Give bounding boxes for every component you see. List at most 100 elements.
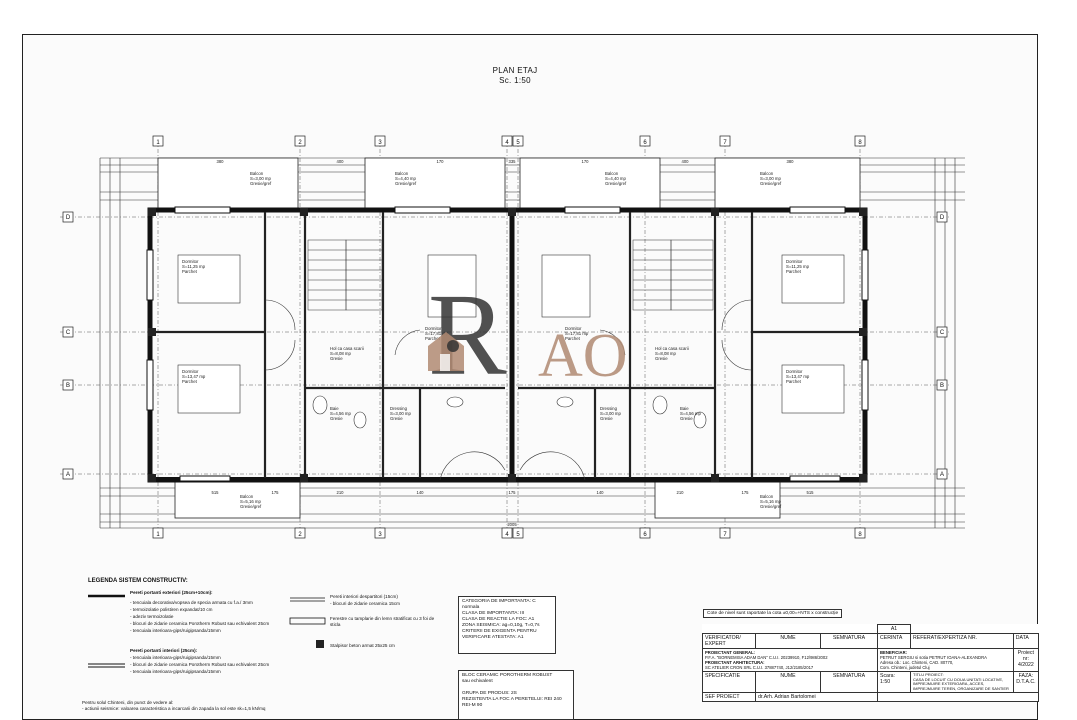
beneficiar-label: BENEFICIAR: xyxy=(880,650,907,655)
legend-item: - tencuiala interioara-gips/ruigipsanda/… xyxy=(130,628,221,633)
proiect-nr: 4/2022 xyxy=(1017,662,1034,668)
dimension-bottom: 140 xyxy=(597,490,605,495)
sef-proiect-nume: dr.Arh. Adrian Bartolomei xyxy=(755,692,878,703)
legend-mid-item: Stalpisor beton armat 25x25 cm xyxy=(330,643,395,648)
axis-label-top-1: 1 xyxy=(156,140,160,146)
room-label-baie-right: Gresie xyxy=(680,416,693,421)
room-label-baie-left: S=4,56 mp xyxy=(330,411,352,416)
room-label-dormitor-left-bottom: S=13,47 mp xyxy=(182,374,206,379)
semnatura-label-2: SEMNATURA xyxy=(820,670,878,694)
level-note-caption: Cote de nivel sunt raportate la cota ±0,… xyxy=(703,609,843,618)
axis-label-bottom-6: 6 xyxy=(643,532,647,538)
legend-title: LEGENDA SISTEM CONSTRUCTIV: xyxy=(88,578,188,584)
legend-mid-item: Ferestre cu tamplarie din lemn stratific… xyxy=(330,616,435,627)
room-label-dormitor-left-top: S=11,25 mp xyxy=(182,264,206,269)
title-block: A1 VERIFICATOR/ EXPERT NUME SEMNATURA CE… xyxy=(702,624,1040,703)
room-label-hol-right: S=8,08 mp xyxy=(655,351,677,356)
axis-label-top-6: 6 xyxy=(643,140,647,146)
watermark-letter-r: R xyxy=(428,276,507,396)
room-label-dormitor-right-bottom: S=13,47 mp xyxy=(786,374,810,379)
category-line: VERIFICARE ATESTATA: A1 xyxy=(462,635,524,640)
plan-title-line1: PLAN ETAJ xyxy=(492,66,538,75)
faza-value: D.T.A.C. xyxy=(1016,679,1036,685)
room-label-balcon-bottom-right: S=5,16 mp xyxy=(760,499,782,504)
room-label-balcon-top-center-right: Gresie/gref xyxy=(605,181,627,186)
nume-label: NUME xyxy=(755,633,821,649)
room-label-dormitor-right-bottom: Dormitor xyxy=(786,369,803,374)
axis-label-bottom-7: 7 xyxy=(723,532,727,538)
legend-item: - tencuiala interioara-gips/ruigipsanda/… xyxy=(130,655,221,660)
room-label-dormitor-left-top: Dormitor xyxy=(182,259,199,264)
axis-label-bottom-2: 2 xyxy=(298,532,302,538)
room-label-dormitor-center-left: Dormitor xyxy=(425,326,442,331)
axis-label-bottom-3: 3 xyxy=(378,532,382,538)
room-label-balcon-bottom-left: Balcon xyxy=(240,494,254,499)
dimension-top: 380 xyxy=(787,159,795,164)
proiectant-general-label: PROIECTANT GENERAL: xyxy=(705,650,755,655)
room-label-baie-left: Gresie xyxy=(330,416,343,421)
axis-label-top-8: 8 xyxy=(858,140,862,146)
room-label-balcon-bottom-right: Balcon xyxy=(760,494,774,499)
room-label-balcon-top-right: Balcon xyxy=(760,171,774,176)
rao-watermark-logo: R AO xyxy=(428,276,628,396)
dimension-top: 335 xyxy=(509,159,517,164)
beneficiar-text: PETRUT SERGIU si sotia PETRUT IOANA-ALEX… xyxy=(880,655,987,660)
nume-label-2: NUME xyxy=(755,670,821,694)
dimension-bottom: 175 xyxy=(272,490,280,495)
room-label-balcon-top-left: S=3,00 mp xyxy=(250,176,272,181)
dimension-bottom: 515 xyxy=(807,490,815,495)
legend-item: - adeziv termoizolatie xyxy=(130,614,174,619)
room-label-dormitor-left-bottom: Parchet xyxy=(182,379,198,384)
room-label-balcon-top-center-right: Balcon xyxy=(605,171,619,176)
legend-item: - termoizolatie polistiren expandat/10 c… xyxy=(130,607,213,612)
room-label-baie-left: Baie xyxy=(330,406,339,411)
room-label-dormitor-center-right: S=17,81 mp xyxy=(565,331,589,336)
plan-title-line2: Sc. 1:50 xyxy=(499,76,531,85)
room-label-hol-left: Hol ca casa scarii xyxy=(330,346,364,351)
axis-label-top-5: 5 xyxy=(516,140,520,146)
dimension-top: 400 xyxy=(682,159,690,164)
dimension-total: 2005 xyxy=(507,522,517,527)
bloc-line: BLOC CERAMIC POROTHERM ROBUST xyxy=(462,673,553,678)
dimension-bottom: 175 xyxy=(742,490,750,495)
room-label-hol-left: Gresie xyxy=(330,356,343,361)
scara-label: Scara: xyxy=(880,673,895,679)
data-label: DATA xyxy=(1012,633,1040,649)
room-label-dormitor-center-right: Parchet xyxy=(565,336,581,341)
sef-proiect-label: SEF PROIECT xyxy=(702,692,756,703)
room-label-hol-right: Hol ca casa scarii xyxy=(655,346,689,351)
axis-label-right-C: C xyxy=(940,330,945,336)
room-label-hol-left: S=8,08 mp xyxy=(330,351,352,356)
dimension-bottom: 210 xyxy=(337,490,345,495)
cerinta-label: CERINTA xyxy=(877,633,911,649)
scara-value: 1:50 xyxy=(880,679,891,685)
axis-label-right-D: D xyxy=(940,215,945,221)
room-label-dormitor-center-right: Dormitor xyxy=(565,326,582,331)
specificatie-label: SPECIFICATIE xyxy=(702,670,756,694)
axis-label-right-B: B xyxy=(940,383,944,389)
room-label-balcon-top-center-left: Gresie/gref xyxy=(395,181,417,186)
room-label-dormitor-center-left: Parchet xyxy=(425,336,441,341)
adresa-text: Adresa ob.: Loc. Chinteni, CAD. 80770, xyxy=(880,660,954,665)
axis-label-left-D: D xyxy=(66,215,71,221)
axis-label-left-A: A xyxy=(66,472,70,478)
dimension-top: 380 xyxy=(217,159,225,164)
room-label-baie-right: S=4,56 mp xyxy=(680,411,702,416)
plan-title: PLAN ETAJ Sc. 1:50 xyxy=(470,66,560,86)
room-label-dressing-right: S=3,00 mp xyxy=(600,411,622,416)
bloc-line: GRUPA DE PRODUS: 2S xyxy=(462,691,517,696)
room-label-dressing-left: Gresie xyxy=(390,416,403,421)
room-label-dressing-right: Gresie xyxy=(600,416,613,421)
legend-item: Pereti portanti exteriori (25cm+10cm): xyxy=(130,590,213,595)
proiect-nr-label: Proiect nr: xyxy=(1017,650,1034,662)
dimension-top: 400 xyxy=(337,159,345,164)
verificator-label: VERIFICATOR/ EXPERT xyxy=(702,633,756,649)
room-label-balcon-top-center-left: S=4,40 mp xyxy=(395,176,417,181)
titlu-proiect-text: CASA DE LOCUIT CU DOUA UNITATI LOCATIVE,… xyxy=(913,676,1009,691)
room-label-baie-right: Baie xyxy=(680,406,689,411)
axis-label-top-7: 7 xyxy=(723,140,727,146)
legend-item: - tencuiala decorativa/vopsea de specia … xyxy=(130,600,253,605)
dimension-bottom: 210 xyxy=(677,490,685,495)
